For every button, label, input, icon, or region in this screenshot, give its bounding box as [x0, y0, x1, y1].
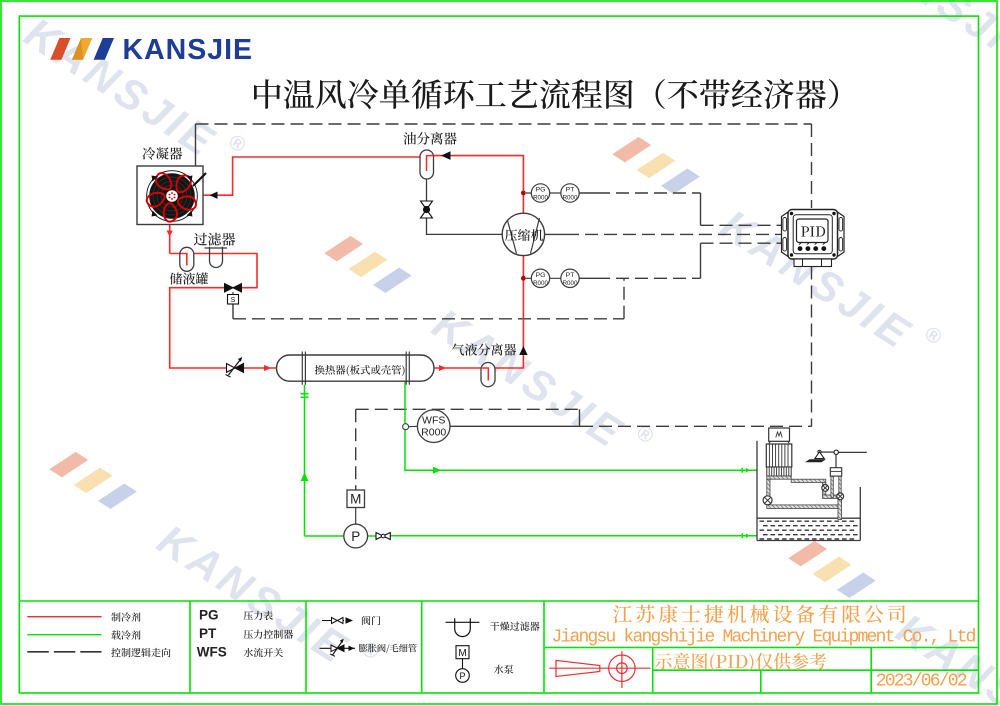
svg-text:KANSJIE: KANSJIE — [149, 516, 358, 675]
svg-text:WFS: WFS — [422, 415, 445, 427]
svg-text:Jiangsu kangshijie Machinery E: Jiangsu kangshijie Machinery Equipment C… — [552, 627, 976, 647]
svg-text:R000: R000 — [533, 195, 548, 202]
svg-text:S: S — [231, 297, 236, 304]
svg-text:PT: PT — [566, 272, 575, 279]
svg-text:PG: PG — [536, 187, 546, 194]
svg-text:WFS: WFS — [197, 645, 227, 660]
svg-text:R000: R000 — [563, 195, 578, 202]
svg-text:2023/06/02: 2023/06/02 — [876, 672, 967, 692]
svg-text:®: ® — [224, 130, 250, 158]
svg-text:P: P — [351, 529, 360, 544]
svg-text:PG: PG — [536, 272, 546, 279]
svg-text:®: ® — [632, 421, 658, 449]
svg-text:M: M — [350, 492, 361, 507]
svg-text:R000: R000 — [421, 427, 446, 439]
svg-text:P: P — [459, 671, 465, 681]
svg-text:KANSJIE: KANSJIE — [123, 34, 254, 66]
svg-text:KANSJIE: KANSJIE — [424, 300, 633, 459]
svg-text:KANSJIE: KANSJIE — [16, 9, 225, 168]
svg-text:R000: R000 — [533, 280, 548, 287]
svg-text:PG: PG — [199, 608, 219, 623]
svg-text:PT: PT — [199, 626, 217, 641]
svg-text:PT: PT — [566, 187, 575, 194]
svg-text:R000: R000 — [563, 280, 578, 287]
svg-text:KANSJIE: KANSJIE — [839, 0, 1000, 80]
svg-text:®: ® — [920, 322, 946, 350]
svg-text:M: M — [458, 648, 466, 659]
